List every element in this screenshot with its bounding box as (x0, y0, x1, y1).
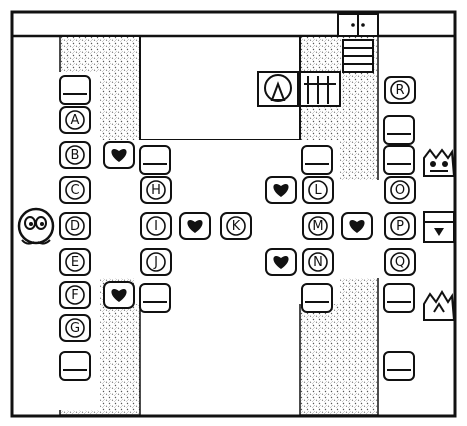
letter-tile-m[interactable]: M (303, 213, 333, 239)
letter-label: F (71, 288, 78, 303)
heart-framer-icon[interactable] (342, 213, 372, 239)
letter-label: I (154, 219, 158, 234)
letter-label: E (71, 255, 79, 270)
emerald-block[interactable] (60, 76, 90, 104)
letter-label: K (232, 219, 241, 234)
treasure-chest-icon[interactable] (424, 212, 454, 242)
heart-framer-icon[interactable] (180, 213, 210, 239)
letter-label: B (71, 148, 80, 163)
letter-label: G (70, 321, 80, 336)
letter-label: J (153, 255, 158, 270)
letter-label: P (396, 219, 404, 234)
letter-tile-q[interactable]: Q (385, 249, 415, 275)
heart-framer-icon[interactable] (104, 282, 134, 308)
letter-tile-b[interactable]: B (60, 142, 90, 168)
letter-label: D (70, 219, 80, 234)
letter-tile-a[interactable]: A (60, 107, 90, 133)
letter-label: H (151, 183, 161, 198)
letter-tile-e[interactable]: E (60, 249, 90, 275)
letter-tile-k[interactable]: K (221, 213, 251, 239)
lolo-player-icon[interactable] (19, 209, 53, 244)
letter-tile-c[interactable]: C (60, 177, 90, 203)
letter-label: O (395, 183, 405, 198)
letter-tile-f[interactable]: F (60, 282, 90, 308)
letter-label: Q (395, 255, 405, 270)
ladder-icon (300, 72, 340, 106)
emerald-block[interactable] (384, 352, 414, 380)
stairs-icon (343, 40, 373, 72)
letter-label: C (70, 183, 79, 198)
emerald-block[interactable] (302, 146, 332, 174)
emerald-block[interactable] (384, 146, 414, 174)
emerald-block[interactable] (302, 284, 332, 312)
letter-tile-d[interactable]: D (60, 213, 90, 239)
letter-label: R (395, 83, 404, 98)
letter-tile-h[interactable]: H (141, 177, 171, 203)
emerald-block[interactable] (140, 284, 170, 312)
letter-label: A (71, 113, 80, 128)
letter-label: M (312, 219, 323, 234)
letter-tile-p[interactable]: P (385, 213, 415, 239)
letter-tile-i[interactable]: I (141, 213, 171, 239)
snakey-icon (258, 72, 298, 106)
exit-door-icon[interactable] (338, 14, 378, 36)
letter-tile-r[interactable]: R (385, 77, 415, 103)
letter-label: L (314, 183, 322, 198)
heart-framer-icon[interactable] (104, 142, 134, 168)
letter-tile-j[interactable]: J (141, 249, 171, 275)
emerald-block[interactable] (140, 146, 170, 174)
letter-tile-l[interactable]: L (303, 177, 333, 203)
emerald-block[interactable] (384, 284, 414, 312)
emerald-block[interactable] (60, 352, 90, 380)
emerald-block[interactable] (384, 116, 414, 144)
letter-tile-g[interactable]: G (60, 315, 90, 341)
letter-tile-n[interactable]: N (303, 249, 333, 275)
heart-framer-icon[interactable] (266, 249, 296, 275)
letter-tile-o[interactable]: O (385, 177, 415, 203)
heart-framer-icon[interactable] (266, 177, 296, 203)
letter-label: N (313, 255, 323, 270)
